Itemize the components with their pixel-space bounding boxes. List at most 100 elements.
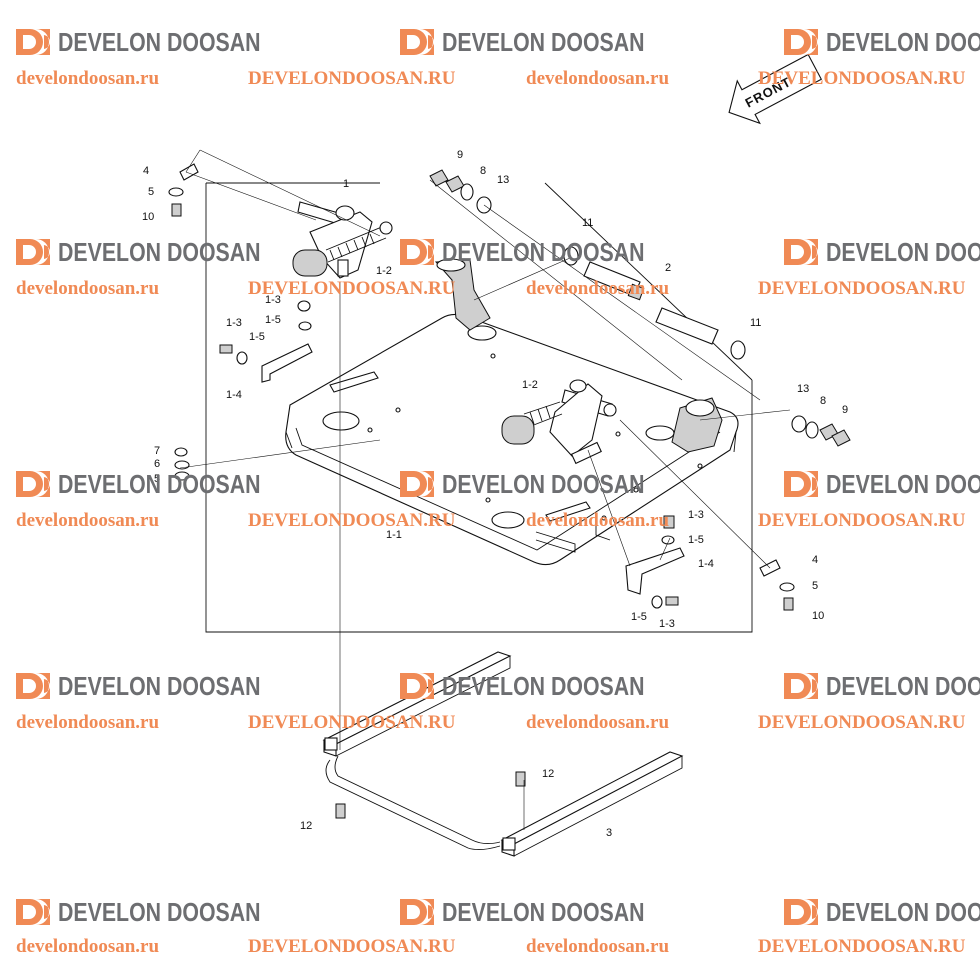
watermark-logo: DEVELON DOOSAN xyxy=(398,670,689,702)
watermark-logo: DEVELON DOOSAN xyxy=(782,896,980,928)
rear-hinge-left xyxy=(434,259,491,331)
watermark-logo: DEVELON DOOSAN xyxy=(14,236,305,268)
logo-mark-icon xyxy=(400,673,434,699)
callout-1-3: 1-3 xyxy=(265,294,281,306)
callout-1-2: 1-2 xyxy=(522,379,538,391)
watermark-logo: DEVELON DOOSAN xyxy=(14,670,305,702)
leader-lines xyxy=(179,149,791,830)
watermark-url: develondoosan.ru xyxy=(526,278,670,299)
watermark-url: develondoosan.ru xyxy=(526,510,670,531)
logo-mark-icon xyxy=(784,239,818,265)
watermark-brand: DEVELON DOOSAN xyxy=(442,26,645,57)
callout-8: 8 xyxy=(480,165,486,177)
watermark-url: DEVELONDOOSAN.RU xyxy=(758,68,966,89)
callout-5: 5 xyxy=(148,186,154,198)
watermark-logo: DEVELON DOOSAN xyxy=(14,26,305,58)
watermark-logo: DEVELON DOOSAN xyxy=(398,896,689,928)
logo-mark-icon xyxy=(400,899,434,925)
logo-mark-icon xyxy=(784,29,818,55)
watermark-brand: DEVELON DOOSAN xyxy=(826,236,980,267)
callout-9: 9 xyxy=(457,149,463,161)
watermark-url: DEVELONDOOSAN.RU xyxy=(758,712,966,733)
watermark-url: DEVELONDOOSAN.RU xyxy=(758,278,966,299)
watermark-logo: DEVELON DOOSAN xyxy=(782,236,980,268)
watermark-url: DEVELONDOOSAN.RU xyxy=(248,278,456,299)
callout-4: 4 xyxy=(143,165,149,177)
watermark-url: DEVELONDOOSAN.RU xyxy=(758,936,966,957)
lever-mechanism-lower xyxy=(501,379,617,465)
callout-5: 5 xyxy=(154,473,160,485)
callout-1-2: 1-2 xyxy=(376,265,392,277)
lever-mechanism-upper xyxy=(292,201,393,279)
watermark-brand: DEVELON DOOSAN xyxy=(826,670,980,701)
callout-1-3: 1-3 xyxy=(226,317,242,329)
callout-7: 7 xyxy=(154,445,160,457)
watermark-brand: DEVELON DOOSAN xyxy=(442,468,645,499)
callout-12: 12 xyxy=(542,768,554,780)
callout-11: 11 xyxy=(750,317,761,329)
callout-5: 5 xyxy=(812,580,818,592)
fasteners-left xyxy=(168,163,312,481)
fasteners-right xyxy=(651,515,795,611)
callout-10: 10 xyxy=(142,211,154,223)
callout-1-1: 1-1 xyxy=(386,529,402,541)
watermark-brand: DEVELON DOOSAN xyxy=(58,670,261,701)
watermark-logo: DEVELON DOOSAN xyxy=(782,468,980,500)
logo-mark-icon xyxy=(400,471,434,497)
callout-10: 10 xyxy=(812,610,824,622)
watermark-brand: DEVELON DOOSAN xyxy=(58,468,261,499)
callout-1-5: 1-5 xyxy=(631,611,647,623)
watermark-url: develondoosan.ru xyxy=(526,68,670,89)
callout-12: 12 xyxy=(300,820,312,832)
watermark-url: DEVELONDOOSAN.RU xyxy=(758,510,966,531)
watermark-url: develondoosan.ru xyxy=(526,712,670,733)
assembly-boundary xyxy=(205,182,753,633)
callout-11: 11 xyxy=(582,217,593,229)
logo-mark-icon xyxy=(16,471,50,497)
callout-2: 2 xyxy=(665,262,671,274)
watermark-url: develondoosan.ru xyxy=(16,510,160,531)
callout-13: 13 xyxy=(797,383,809,395)
watermark-url: develondoosan.ru xyxy=(526,936,670,957)
watermark-url: DEVELONDOOSAN.RU xyxy=(248,510,456,531)
logo-mark-icon xyxy=(16,239,50,265)
shaft-assembly xyxy=(563,246,746,360)
watermark-brand: DEVELON DOOSAN xyxy=(442,236,645,267)
watermark-url: DEVELONDOOSAN.RU xyxy=(248,936,456,957)
watermark-logo: DEVELON DOOSAN xyxy=(398,26,689,58)
watermark-brand: DEVELON DOOSAN xyxy=(826,26,980,57)
watermark-brand: DEVELON DOOSAN xyxy=(826,896,980,927)
callout-1-4: 1-4 xyxy=(226,389,242,401)
bracket-left xyxy=(261,343,313,383)
watermark-url: DEVELONDOOSAN.RU xyxy=(248,712,456,733)
watermark-url: develondoosan.ru xyxy=(16,278,160,299)
logo-mark-icon xyxy=(16,899,50,925)
watermark-logo: DEVELON DOOSAN xyxy=(782,670,980,702)
watermark-logo: DEVELON DOOSAN xyxy=(782,26,980,58)
callout-9: 9 xyxy=(842,404,848,416)
watermark-url: DEVELONDOOSAN.RU xyxy=(248,68,456,89)
watermark-brand: DEVELON DOOSAN xyxy=(58,236,261,267)
callout-labels: 1 1-1 1-2 1-2 1-3 1-3 1-3 1-3 1-4 1-4 1-… xyxy=(142,149,848,839)
callout-6: 6 xyxy=(154,458,160,470)
callout-1-3: 1-3 xyxy=(659,618,675,630)
callout-1-5: 1-5 xyxy=(265,314,281,326)
logo-mark-icon xyxy=(400,29,434,55)
logo-mark-icon xyxy=(784,899,818,925)
callout-8: 8 xyxy=(820,395,826,407)
watermark-url: develondoosan.ru xyxy=(16,712,160,733)
watermark-brand: DEVELON DOOSAN xyxy=(826,468,980,499)
watermark-logo: DEVELON DOOSAN xyxy=(14,896,305,928)
logo-mark-icon xyxy=(784,673,818,699)
callout-1-5: 1-5 xyxy=(249,331,265,343)
logo-mark-icon xyxy=(16,673,50,699)
callout-1: 1 xyxy=(343,178,349,190)
callout-4: 4 xyxy=(812,554,818,566)
logo-mark-icon xyxy=(400,239,434,265)
watermark-url: develondoosan.ru xyxy=(16,68,160,89)
watermark-logo: DEVELON DOOSAN xyxy=(14,468,305,500)
watermark-brand: DEVELON DOOSAN xyxy=(442,670,645,701)
callout-1-3: 1-3 xyxy=(688,509,704,521)
